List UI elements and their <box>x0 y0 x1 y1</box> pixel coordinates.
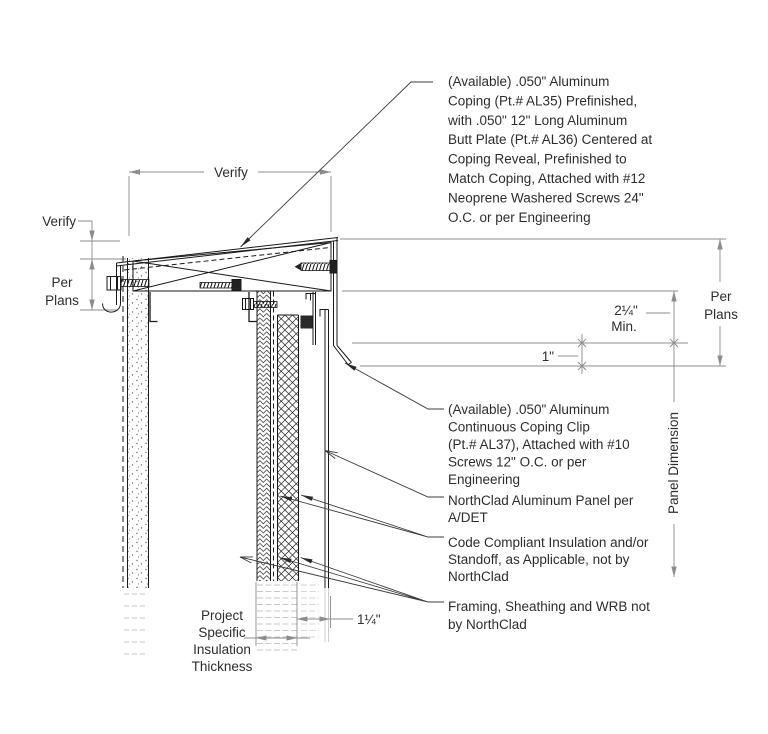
note-line: Code Compliant Insulation and/or <box>448 535 649 550</box>
coping-front-drip-hook <box>102 302 121 313</box>
note-line: Standoff, as Applicable, not by <box>448 552 630 567</box>
annotation-leaders <box>239 81 444 603</box>
cleat-bracket-inner <box>248 292 257 323</box>
note-line: Butt Plate (Pt.# AL36) Centered at <box>448 132 652 147</box>
note-line: Continuous Coping Clip <box>448 420 590 435</box>
note-line: Match Coping, Attached with #12 <box>448 171 645 186</box>
aluminum-panel <box>319 309 329 588</box>
ghosted-wall-continuation <box>124 584 329 655</box>
per-plans-left-label: Plans <box>45 293 79 308</box>
note-coping: (Available) .050" Aluminum Coping (Pt.# … <box>447 74 652 225</box>
left-framed-wall <box>122 256 149 588</box>
clip-screw-head <box>300 315 313 329</box>
note-line: (Available) .050" Aluminum <box>448 74 609 89</box>
insulation-thickness-label: Thickness <box>192 659 253 674</box>
dim-insulation-thickness: Project Specific Insulation Thickness <box>192 608 310 674</box>
aluminum-coping-cap <box>102 237 352 365</box>
note-line: Engineering <box>448 472 520 487</box>
clip-attachment-screw <box>242 298 278 310</box>
dim-one-inch-label: 1" <box>542 349 555 364</box>
cleat-bracket-left <box>149 292 158 323</box>
dim-panel-dimension: Panel Dimension <box>666 343 681 577</box>
framing-open-arrow <box>239 556 254 564</box>
insulation-thickness-label: Insulation <box>193 642 251 657</box>
insulation-thickness-label: Project <box>201 608 243 623</box>
left-coping-screw <box>106 276 150 291</box>
per-plans-right-label: Per <box>710 289 732 304</box>
note-line: with .050" 12" Long Aluminum <box>447 113 627 128</box>
dim-one-quarter-label: 1¼" <box>357 612 381 627</box>
butt-plate-dashed-line <box>123 247 331 271</box>
coping-clip <box>300 292 316 345</box>
verify-left-label: Verify <box>42 214 76 229</box>
extension-lines <box>80 176 726 646</box>
note-line: Coping Reveal, Prefinished to <box>448 152 627 167</box>
insulation-layer <box>277 314 299 581</box>
note-line: O.C. or per Engineering <box>448 210 591 225</box>
note-line: A/DET <box>448 510 488 525</box>
insulation-thickness-label: Specific <box>198 625 246 640</box>
note-line: by NorthClad <box>448 617 527 632</box>
note-coping-clip: (Available) .050" Aluminum Continuous Co… <box>448 402 630 487</box>
note-line: (Available) .050" Aluminum <box>448 402 609 417</box>
note-line: Framing, Sheathing and WRB not <box>448 599 650 614</box>
panel-dimension-label: Panel Dimension <box>666 412 681 514</box>
coping-rear-kick <box>333 345 352 365</box>
per-plans-left-label: Per <box>51 275 73 290</box>
dim-225-min-label: Min. <box>611 319 637 334</box>
note-line: NorthClad <box>448 569 509 584</box>
dim-per-plans-right: Per Plans <box>704 239 738 366</box>
dim-one-quarter: 1¼" <box>297 612 381 627</box>
butt-plate-screw <box>199 279 242 291</box>
dim-one-inch: 1" <box>542 334 587 374</box>
dimensions: Verify Verify Per Plans Per Plans 2¼" Mi… <box>42 162 738 674</box>
dim-2-quarter-min: 2¼" Min. <box>611 291 679 348</box>
note-panel: NorthClad Aluminum Panel per A/DET <box>448 493 634 525</box>
fasteners <box>106 260 338 310</box>
verify-top-label: Verify <box>214 165 248 180</box>
panel-open-arrow <box>324 450 338 459</box>
dim-verify-top: Verify <box>129 162 331 181</box>
note-line: (Pt.# AL37), Attached with #10 <box>448 437 630 452</box>
note-line: Screws 12" O.C. or per <box>448 455 587 470</box>
top-coping-screw <box>294 260 338 274</box>
note-framing: Framing, Sheathing and WRB not by NorthC… <box>448 599 650 632</box>
dim-left-stack: Verify Per Plans <box>42 214 95 310</box>
note-line: Neoprene Washered Screws 24" <box>448 190 644 205</box>
dim-225-label: 2¼" <box>614 303 638 318</box>
note-insulation: Code Compliant Insulation and/or Standof… <box>448 535 649 584</box>
sheathing-layer <box>256 291 274 581</box>
note-line: Coping (Pt.# AL35) Prefinished, <box>448 93 637 108</box>
per-plans-right-label: Plans <box>704 307 738 322</box>
note-line: NorthClad Aluminum Panel per <box>448 493 634 508</box>
wall-structure <box>102 237 352 588</box>
